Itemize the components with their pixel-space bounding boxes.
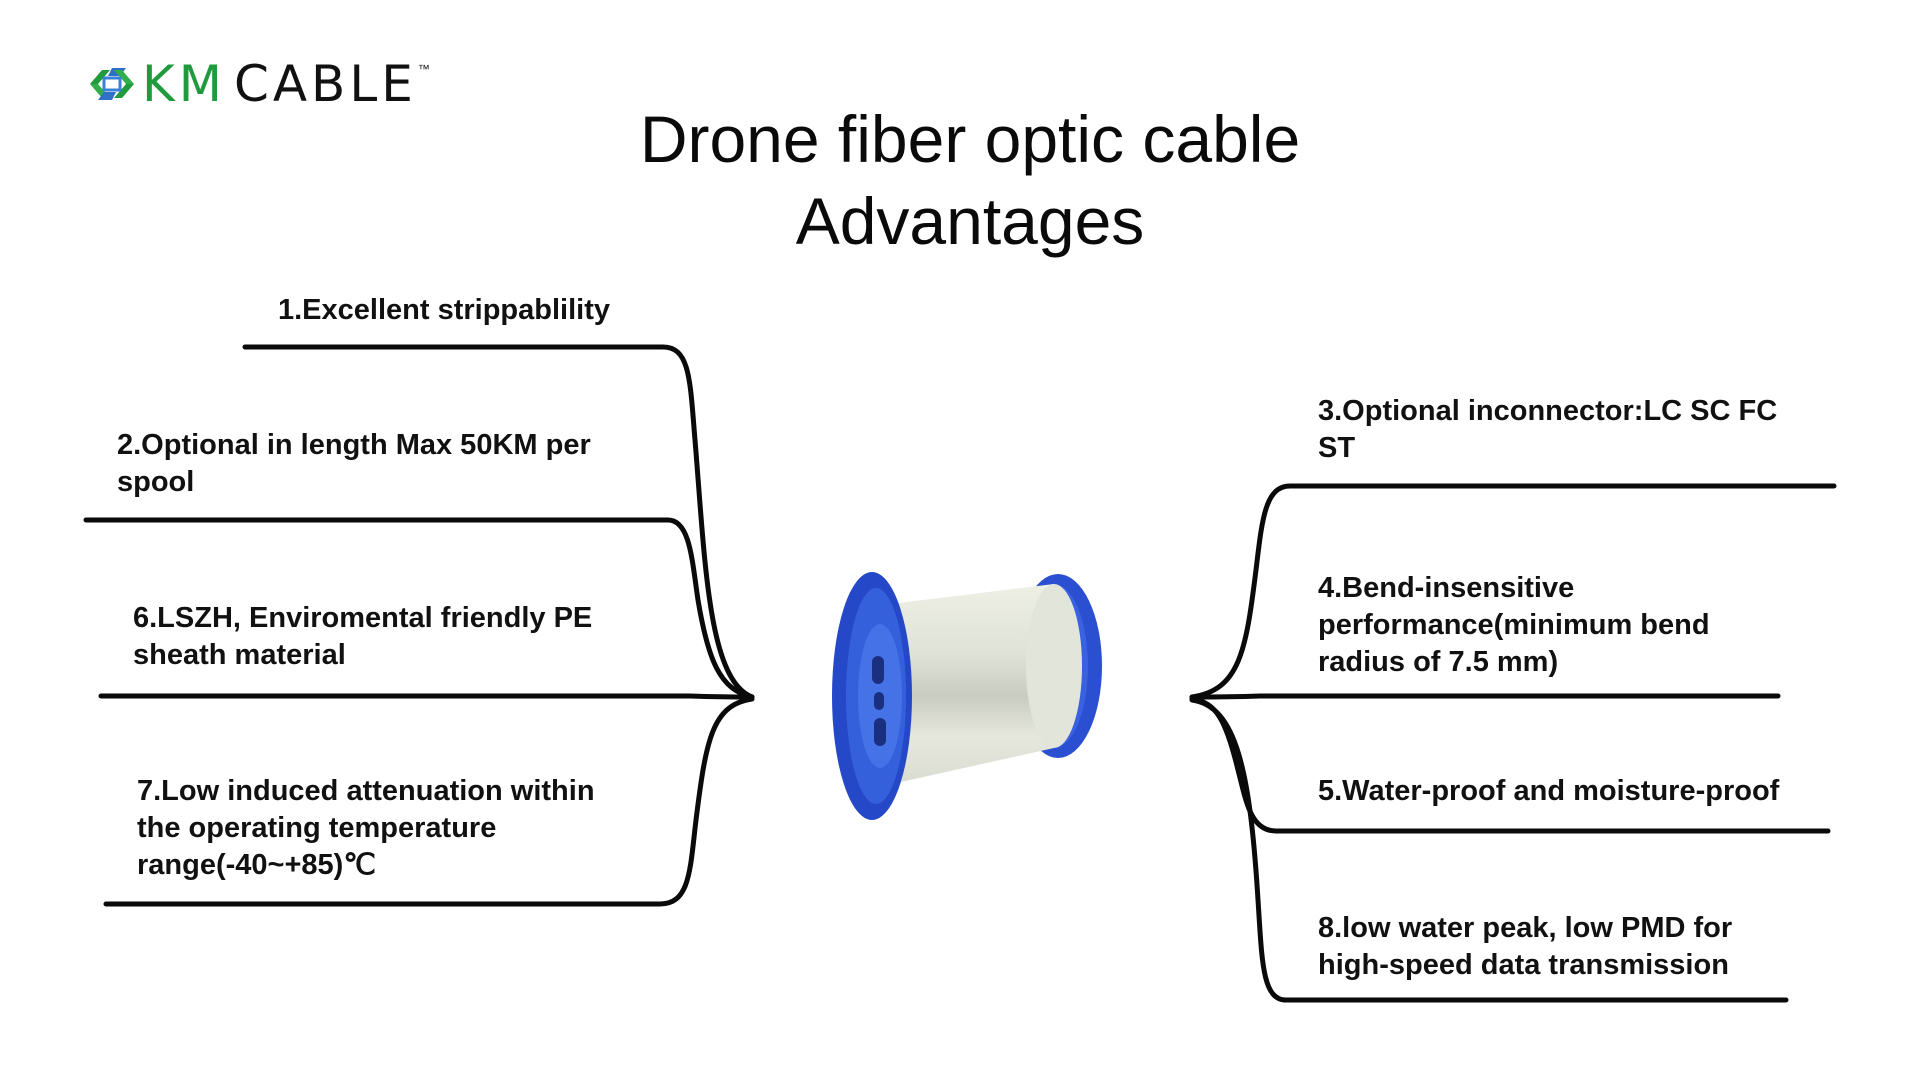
connector-line-6	[98, 693, 755, 700]
connector-line-8	[1189, 697, 1789, 1003]
advantage-item-3: 3.Optional inconnector:LC SC FC ST	[1318, 395, 1778, 464]
advantage-item-2: 2.Optional in length Max 50KM per spool	[117, 429, 591, 498]
connector-line-5	[1189, 696, 1831, 834]
connector-line-7	[103, 696, 755, 907]
advantage-item-5: 5.Water-proof and moisture-proof	[1318, 775, 1780, 807]
page-title: Drone fiber optic cable Advantages	[0, 98, 1920, 262]
logo-km-text: KM	[142, 55, 226, 113]
connector-line-2	[83, 517, 755, 700]
title-line-1: Drone fiber optic cable	[639, 102, 1301, 176]
connector-line-4	[1189, 693, 1781, 700]
logo-mark-icon	[90, 68, 134, 100]
connector-line-1	[242, 344, 755, 700]
fiber-spool-image	[832, 572, 1102, 820]
kmcable-logo: KM CABLE ™	[86, 55, 430, 113]
connector-line-3	[1189, 483, 1837, 700]
advantage-item-7: 7.Low induced attenuation within the ope…	[137, 775, 595, 881]
advantage-item-1: 1.Excellent strippablility	[278, 294, 610, 326]
advantage-item-6: 6.LSZH, Enviromental friendly PE sheath …	[133, 602, 593, 671]
advantage-item-8: 8.low water peak, low PMD for high-speed…	[1318, 912, 1733, 981]
title-line-2: Advantages	[795, 184, 1145, 258]
advantage-item-4: 4.Bend-insensitive performance(minimum b…	[1318, 572, 1710, 678]
logo-cable-text: CABLE	[233, 55, 417, 113]
trademark-symbol: ™	[417, 62, 430, 76]
